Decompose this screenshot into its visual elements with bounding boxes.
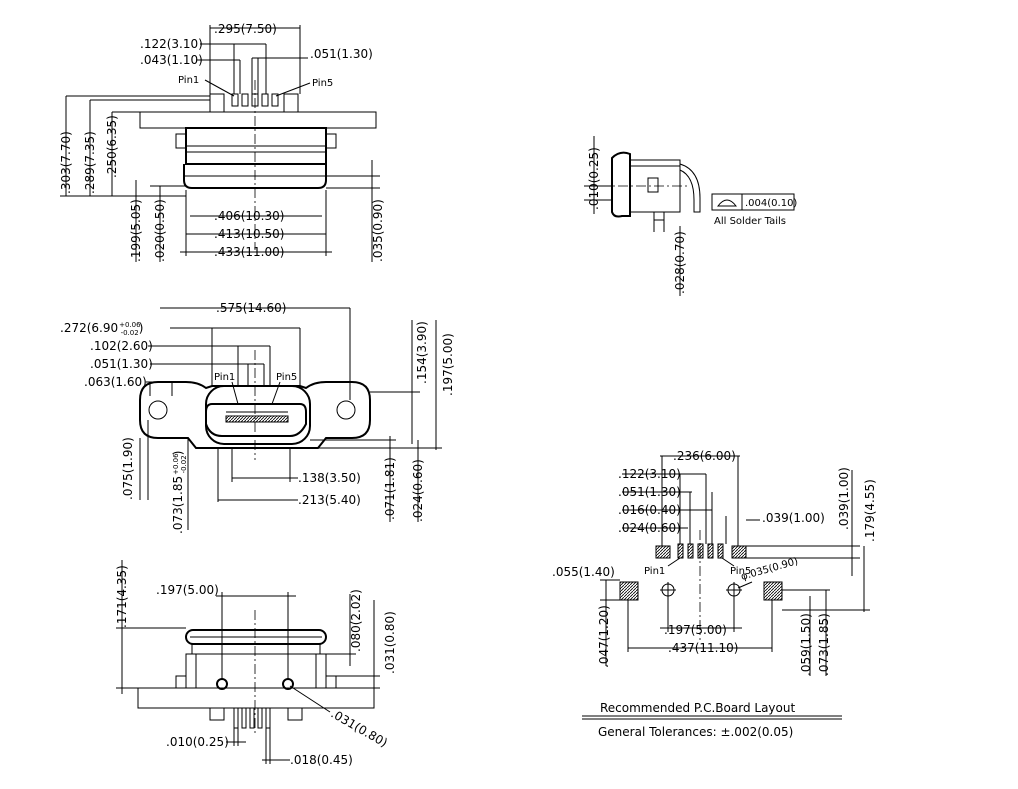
pcb-layout-title: Recommended P.C.Board Layout xyxy=(600,701,795,715)
side-dim-010: .010(0.25) xyxy=(587,147,601,210)
top-view: .295(7.50) .122(3.10) .043(1.10) .051(1.… xyxy=(59,22,385,262)
solder-tails-note: All Solder Tails xyxy=(714,216,786,227)
pcb-phi-label: φ.035(0.90) xyxy=(740,556,800,583)
front-dim-073: .073(1.85+0.06-0.02) xyxy=(171,451,188,534)
bottom-dim-031: .031(0.80) xyxy=(329,706,390,750)
front-dim-197: .197(5.00) xyxy=(441,333,455,396)
dim-433: .433(11.00) xyxy=(214,245,284,259)
front-dim-024: .024(0.60) xyxy=(411,459,425,522)
dim-051: .051(1.30) xyxy=(310,47,373,61)
pcb-dim-039: .039(1.00) xyxy=(762,511,825,525)
dim-043: .043(1.10) xyxy=(140,53,203,67)
dim-295: .295(7.50) xyxy=(214,22,277,36)
dim-035: .035(0.90) xyxy=(371,199,385,262)
pin1-label: Pin1 xyxy=(178,75,199,86)
pcb-pin1-label: Pin1 xyxy=(644,566,665,577)
pcb-dim-437: .437(11.10) xyxy=(668,641,738,655)
front-dim-102: .102(2.60) xyxy=(90,339,153,353)
tolerance-value: .004(0.10) xyxy=(745,198,797,209)
pcb-dim-024: .024(0.60) xyxy=(618,521,681,535)
dim-250: .250(6.35) xyxy=(105,115,119,178)
front-dim-051: .051(1.30) xyxy=(90,357,153,371)
pcb-dim-039-vertical: .039(1.00) xyxy=(837,467,851,530)
front-pin5-label: Pin5 xyxy=(276,372,297,383)
pcb-dim-059: .059(1.50) xyxy=(799,613,813,676)
pcb-dim-179: .179(4.55) xyxy=(863,479,877,542)
dim-406: .406(10.30) xyxy=(214,209,284,223)
dim-413: .413(10.50) xyxy=(214,227,284,241)
front-dim-272: .272(6.90+0.06-0.02) xyxy=(60,321,143,337)
dim-199: .199(5.05) xyxy=(129,199,143,262)
dim-303: .303(7.70) xyxy=(59,131,73,194)
pcb-layout: .236(6.00) .122(3.10) .051(1.30) .016(0.… xyxy=(552,449,877,739)
front-dim-075: .075(1.90) xyxy=(121,437,135,500)
side-view: .010(0.25) .028(0.70) .004(0.10) All Sol… xyxy=(584,136,797,296)
front-dim-213: .213(5.40) xyxy=(298,493,361,507)
bottom-dim-010: .010(0.25) xyxy=(166,735,229,749)
pcb-dim-055: .055(1.40) xyxy=(552,565,615,579)
bottom-dim-197: .197(5.00) xyxy=(156,583,219,597)
pcb-dim-122: .122(3.10) xyxy=(618,467,681,481)
pcb-dim-047: .047(1.20) xyxy=(597,605,611,668)
front-dim-575: .575(14.60) xyxy=(216,301,286,315)
bottom-view: .171(4.35) .197(5.00) .080(2.02) .031(0.… xyxy=(115,560,397,767)
pcb-dim-236: .236(6.00) xyxy=(673,449,736,463)
dim-020: .020(0.50) xyxy=(153,199,167,262)
front-view: .575(14.60) .272(6.90+0.06-0.02) .102(2.… xyxy=(60,301,455,534)
bottom-dim-018: .018(0.45) xyxy=(290,753,353,767)
front-dim-063: .063(1.60) xyxy=(84,375,147,389)
pcb-dim-016: .016(0.40) xyxy=(618,503,681,517)
front-dim-154: .154(3.90) xyxy=(415,321,429,384)
front-dim-071: .071(1.81) xyxy=(383,457,397,520)
front-pin1-label: Pin1 xyxy=(214,372,235,383)
side-dim-028: .028(0.70) xyxy=(673,231,687,294)
bottom-dim-080: .080(2.02) xyxy=(349,589,363,652)
pcb-dim-197: .197(5.00) xyxy=(664,623,727,637)
pcb-dim-051: .051(1.30) xyxy=(618,485,681,499)
pcb-pin5-label: Pin5 xyxy=(730,566,751,577)
bottom-dim-171: .171(4.35) xyxy=(115,565,129,628)
front-dim-138: .138(3.50) xyxy=(298,471,361,485)
pin5-label: Pin5 xyxy=(312,78,333,89)
pcb-dim-073: .073(1.85) xyxy=(817,613,831,676)
dim-289: .289(7.35) xyxy=(83,131,97,194)
general-tolerances: General Tolerances: ±.002(0.05) xyxy=(598,725,793,739)
bottom-dim-031-vertical: .031(0.80) xyxy=(383,611,397,674)
dim-122: .122(3.10) xyxy=(140,37,203,51)
